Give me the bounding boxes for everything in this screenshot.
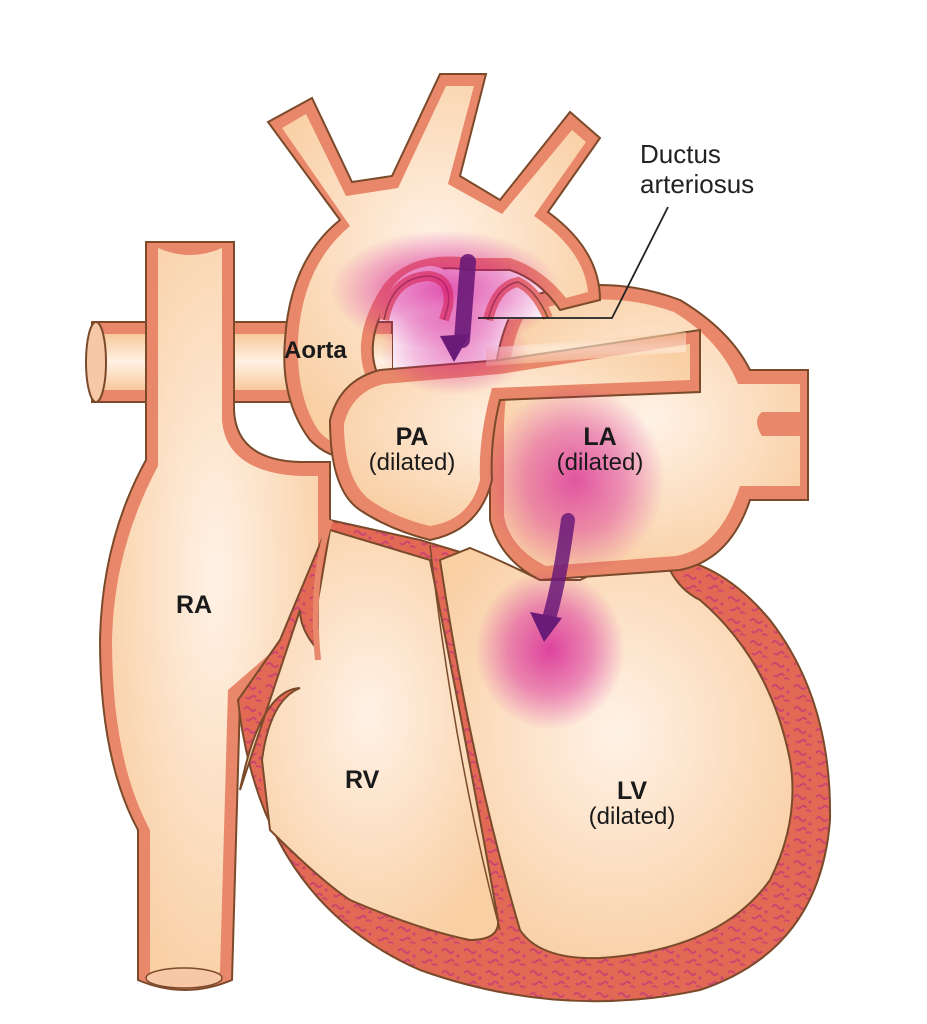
tricuspid-valve-line xyxy=(312,519,333,661)
la-shunt-glow xyxy=(485,385,665,575)
aorta-label: Aorta xyxy=(284,337,347,364)
interventricular-septum xyxy=(429,544,501,931)
label-pa: PA (dilated) xyxy=(352,423,472,477)
lv-shunt-glow xyxy=(475,570,625,730)
label-lv: LV (dilated) xyxy=(572,777,692,831)
label-la: LA (dilated) xyxy=(540,423,660,477)
ductus-arteriosus-callout: Ductus arteriosus xyxy=(640,139,755,200)
pa-note: (dilated) xyxy=(368,449,456,477)
label-aorta: Aorta xyxy=(284,338,347,363)
callout-line-2: arteriosus xyxy=(640,168,755,199)
la-label: LA xyxy=(583,423,617,451)
label-rv: RV xyxy=(345,766,380,794)
superior-vena-cava xyxy=(98,241,331,991)
la-note: (dilated) xyxy=(556,449,644,477)
callout-line-1: Ductus xyxy=(640,139,721,169)
ductal-flow-arrow xyxy=(440,254,476,362)
lv-label: LV xyxy=(616,777,648,805)
callout-leader-line xyxy=(478,206,669,319)
lv-note: (dilated) xyxy=(588,803,676,831)
rv-label: RV xyxy=(345,766,380,794)
mitral-flow-arrow xyxy=(530,513,575,642)
label-ra: RA xyxy=(176,591,213,619)
pa-label: PA xyxy=(395,423,429,451)
ra-label: RA xyxy=(176,591,213,619)
